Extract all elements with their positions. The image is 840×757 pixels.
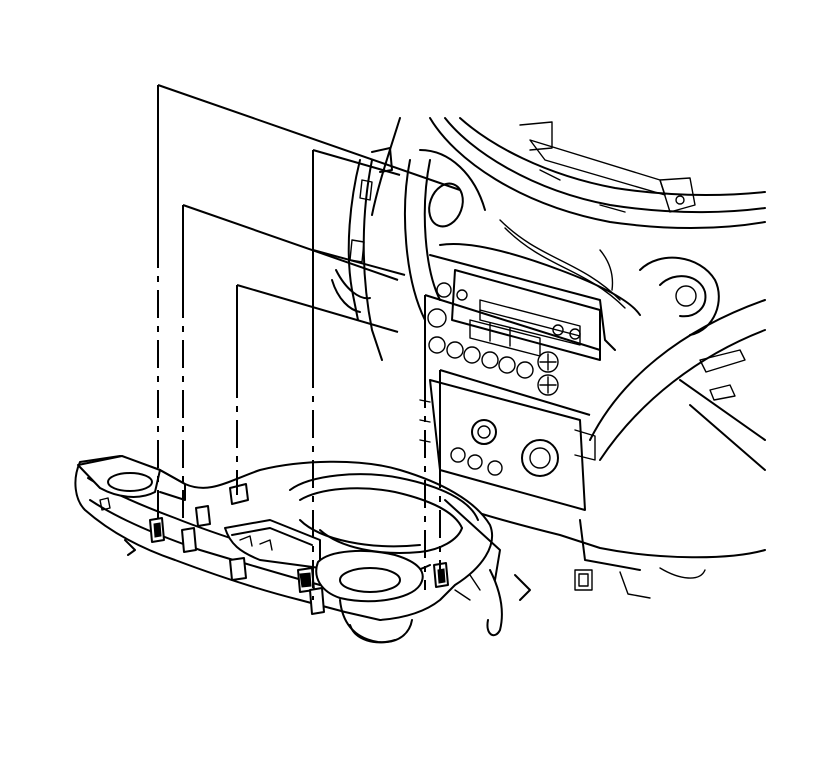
retaining-clips xyxy=(149,483,449,615)
radio-buttons xyxy=(427,308,559,396)
leader-lines xyxy=(157,84,601,600)
lower-storage-tray xyxy=(74,455,501,644)
